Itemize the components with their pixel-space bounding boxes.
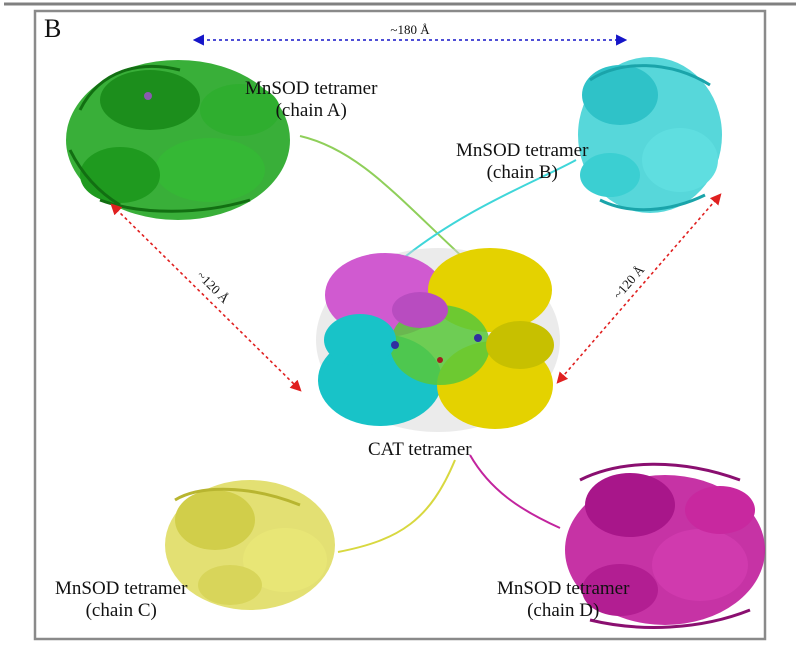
label-chain-c: MnSOD tetramer (chain C) <box>55 578 187 622</box>
label-chain-a-line1: MnSOD tetramer <box>245 78 378 99</box>
label-chain-a-line2: (chain A) <box>275 100 347 121</box>
label-chain-d: MnSOD tetramer (chain D) <box>497 578 629 622</box>
label-chain-b: MnSOD tetramer (chain B) <box>456 140 588 184</box>
protein-chain-d <box>565 462 765 629</box>
protein-chain-b <box>578 57 722 213</box>
label-chain-b-line2: (chain B) <box>486 162 558 183</box>
label-chain-d-line1: MnSOD tetramer <box>497 578 630 599</box>
protein-cat-tetramer <box>316 248 560 432</box>
label-cat-tetramer: CAT tetramer <box>368 439 472 460</box>
linker-chain-d <box>469 454 561 529</box>
linker-chain-c <box>337 459 456 553</box>
label-chain-d-line2: (chain D) <box>527 600 600 621</box>
panel-letter: B <box>44 14 62 43</box>
linker-chain-a <box>299 135 469 263</box>
label-chain-c-line2: (chain C) <box>85 600 157 621</box>
label-chain-c-line1: MnSOD tetramer <box>55 578 188 599</box>
distance-arrow-right-diagonal <box>556 193 722 384</box>
distance-label-horizontal: ~180 Å <box>390 22 430 37</box>
linker-chain-b <box>394 159 577 266</box>
protein-chain-c <box>165 480 335 610</box>
protein-chain-a <box>66 60 290 220</box>
distance-arrow-left-diagonal <box>110 203 302 392</box>
label-chain-a: MnSOD tetramer (chain A) <box>245 78 377 122</box>
label-chain-b-line1: MnSOD tetramer <box>456 140 589 161</box>
